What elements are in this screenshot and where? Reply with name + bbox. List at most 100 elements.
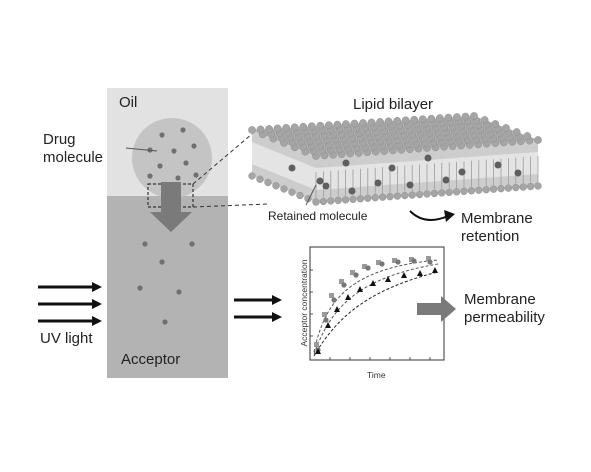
lipid-head	[376, 118, 384, 126]
lipid-head	[512, 128, 521, 136]
lipid-head	[248, 126, 256, 134]
lipid-head	[427, 114, 436, 123]
lipid-head	[453, 113, 461, 121]
lipid-head	[504, 184, 513, 192]
lipid-head	[482, 186, 490, 194]
series-3-markers	[315, 267, 438, 354]
lipid-head	[307, 122, 316, 131]
curve-series-3	[313, 271, 439, 357]
lipid-head	[350, 119, 359, 128]
lipid-head	[526, 182, 535, 191]
lipid-head	[480, 116, 489, 124]
membrane-retention-label: Membrane retention	[461, 210, 533, 245]
lipid-head	[386, 193, 394, 201]
lipid-head	[519, 183, 527, 191]
lipid-head	[423, 190, 431, 198]
lipid-head	[475, 186, 483, 194]
zoom-line-top	[192, 133, 253, 185]
lipid-head	[502, 124, 510, 132]
lipid-head	[467, 187, 476, 195]
retained-molecule-label: Retained molecule	[268, 209, 368, 223]
diffusion-arrow-icon	[150, 182, 192, 232]
lipid-head	[288, 188, 296, 196]
lipid-head	[364, 194, 372, 202]
lipid-head	[470, 112, 478, 120]
lipid-bilayer	[248, 112, 542, 206]
lipid-head	[316, 121, 325, 130]
lipid-head	[512, 183, 520, 192]
lipid-head	[410, 115, 419, 124]
lipid-head	[489, 185, 498, 193]
lipid-head	[359, 119, 367, 127]
uv-light-label: UV light	[40, 330, 93, 347]
lipid-head	[435, 114, 444, 123]
lipid-head	[334, 196, 342, 205]
lipid-head	[371, 194, 379, 202]
lipid-head	[248, 172, 256, 180]
curve-series-2	[313, 263, 439, 355]
series-2-markers	[315, 258, 433, 353]
lipid-head	[282, 123, 291, 132]
lipid-head	[452, 188, 461, 196]
drug-droplet	[132, 118, 212, 198]
lipid-head	[312, 198, 320, 206]
lipid-head	[378, 193, 387, 201]
retention-arrowhead	[444, 210, 455, 222]
lipid-head	[280, 185, 288, 193]
lipid-head	[384, 117, 393, 126]
lipid-head	[444, 113, 453, 122]
lipid-head	[415, 190, 424, 199]
lipid-head	[256, 175, 264, 183]
lipid-head	[393, 116, 402, 125]
lipid-head	[523, 132, 532, 140]
acceptor-molecules	[137, 241, 195, 325]
lipid-head	[272, 182, 280, 190]
drug-molecule-leader	[125, 147, 158, 152]
lipid-head	[327, 197, 335, 205]
lipid-head	[341, 196, 350, 204]
lipid-head	[401, 116, 410, 125]
retention-curved-arrow-icon	[409, 210, 449, 221]
lipid-bilayer-label: Lipid bilayer	[353, 96, 434, 113]
lipid-head	[333, 120, 342, 129]
membrane-permeability-arrow-icon	[417, 296, 456, 322]
lipid-head	[460, 187, 468, 195]
lipid-head	[393, 192, 402, 200]
drug-molecule-label: Drug molecule	[43, 131, 104, 166]
lipid-head	[256, 125, 265, 134]
output-arrows	[234, 295, 282, 322]
chart-ylabel: Acceptor concentration	[299, 259, 309, 347]
lipid-head	[497, 185, 505, 193]
lipid-head	[534, 182, 542, 190]
lipid-head	[296, 191, 304, 200]
lipid-head	[534, 136, 542, 144]
lipid-head	[290, 123, 299, 132]
lipid-heads	[248, 112, 542, 206]
lipid-head	[430, 189, 439, 198]
retained-molecule-leader	[305, 184, 317, 206]
lipid-head	[273, 124, 282, 133]
lipid-head	[319, 197, 328, 206]
lipid-head	[342, 120, 350, 128]
lipid-head	[264, 178, 272, 187]
lipid-head	[356, 195, 365, 203]
lipid-head	[324, 121, 333, 130]
lipid-head	[349, 195, 357, 203]
lipid-head	[408, 191, 416, 199]
lipid-head	[367, 118, 376, 127]
lipid-head	[265, 125, 273, 133]
lipid-head	[418, 115, 427, 124]
chart-xlabel: Time	[367, 370, 386, 380]
lipid-head	[461, 112, 470, 121]
acceptor-label: Acceptor	[121, 351, 181, 368]
series-1-markers	[314, 256, 431, 347]
curve-series-1	[313, 259, 439, 353]
lipid-head	[445, 188, 453, 197]
lipid-head	[401, 191, 409, 200]
lipid-head	[491, 120, 500, 128]
lipid-head	[299, 122, 308, 131]
uv-arrow-icon	[38, 282, 102, 326]
retained-molecules	[288, 154, 522, 195]
lipid-head	[438, 189, 446, 197]
